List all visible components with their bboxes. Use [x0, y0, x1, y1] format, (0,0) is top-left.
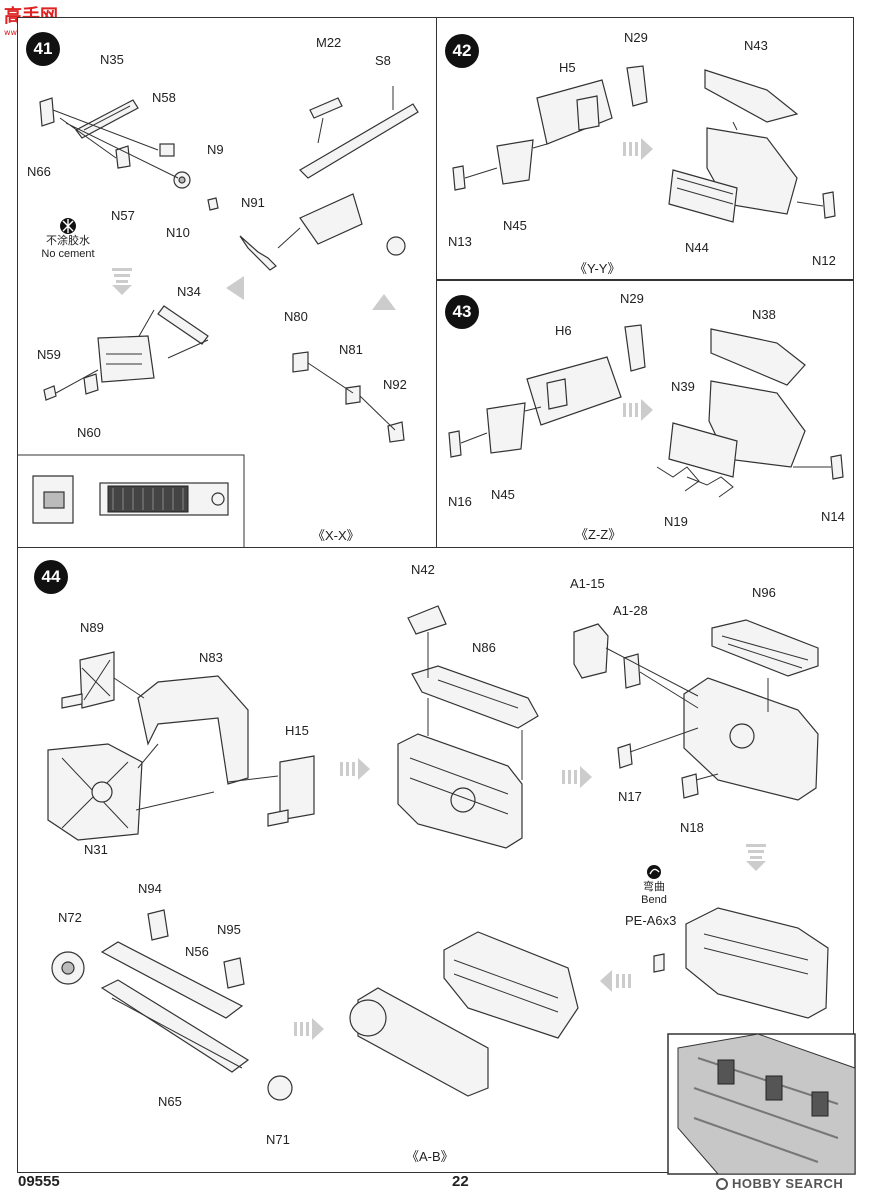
label-a115: A1-15 [570, 576, 605, 591]
label-pe: PE-A6x3 [625, 913, 677, 928]
step-42-panel: 42 N29 H5 N43 N13 N45 N44 N12 《Y-Y》 [436, 17, 854, 280]
label-n10: N10 [166, 225, 190, 240]
label-n43: N43 [744, 38, 768, 53]
view-label-yy: 《Y-Y》 [574, 261, 621, 276]
label-n9: N9 [207, 142, 224, 157]
label-n29: N29 [624, 30, 648, 45]
label-n56: N56 [185, 944, 209, 959]
label-n57: N57 [111, 208, 135, 223]
arrow-right-icon [294, 1018, 324, 1040]
label-n94: N94 [138, 881, 162, 896]
label-n59: N59 [37, 347, 61, 362]
label-n18: N18 [680, 820, 704, 835]
step-41-badge: 41 [26, 32, 60, 66]
page-number: 22 [452, 1173, 469, 1190]
label-n71: N71 [266, 1132, 290, 1147]
step-42-badge: 42 [445, 34, 479, 68]
label-n38: N38 [752, 307, 776, 322]
step-44-panel: 44 [17, 547, 856, 1175]
label-n80: N80 [284, 309, 308, 324]
catalog-number: 09555 [18, 1173, 60, 1190]
label-h15: H15 [285, 723, 309, 738]
label-n44: N44 [685, 240, 709, 255]
label-n13: N13 [448, 234, 472, 249]
label-n16: N16 [448, 494, 472, 509]
step-44-badge: 44 [34, 560, 68, 594]
label-n89: N89 [80, 620, 104, 635]
label-a128: A1-28 [613, 603, 648, 618]
arrow-right-icon [623, 138, 653, 160]
step-43-badge: 43 [445, 295, 479, 329]
label-n14: N14 [821, 509, 845, 524]
view-label-ab: 《A-B》 [406, 1149, 454, 1164]
step-43-panel: 43 N29 H6 N38 N39 N16 N45 N19 N14 《Z-Z》 [436, 280, 854, 548]
label-n34: N34 [177, 284, 201, 299]
label-n95: N95 [217, 922, 241, 937]
view-label-zz: 《Z-Z》 [575, 527, 622, 542]
label-n35: N35 [100, 52, 124, 67]
label-s8: S8 [375, 53, 391, 68]
label-n39: N39 [671, 379, 695, 394]
label-n17: N17 [618, 789, 642, 804]
label-n72: N72 [58, 910, 82, 925]
brand-icon [716, 1177, 728, 1190]
label-n83: N83 [199, 650, 223, 665]
step-43-drawing [448, 324, 844, 498]
step-41-panel: 41 [17, 17, 437, 549]
arrow-left-icon [600, 970, 631, 992]
label-n92: N92 [383, 377, 407, 392]
step-42-drawing [452, 65, 836, 223]
label-n91: N91 [241, 195, 265, 210]
label-n31: N31 [84, 842, 108, 857]
step-44-drawing [47, 605, 856, 1175]
arrow-right-icon [562, 766, 592, 788]
arrow-right-icon [340, 758, 370, 780]
label-n45-43: N45 [491, 487, 515, 502]
label-n66: N66 [27, 164, 51, 179]
label-n65: N65 [158, 1094, 182, 1109]
arrow-down-icon [112, 268, 132, 295]
arrow-diagonal-icon [226, 276, 396, 310]
brand-watermark: HOBBY SEARCH [716, 1176, 843, 1191]
label-n12: N12 [812, 253, 836, 268]
bend-note: 弯曲 Bend [641, 881, 667, 906]
label-h6: H6 [555, 323, 572, 338]
label-n96: N96 [752, 585, 776, 600]
label-m22: M22 [316, 35, 342, 50]
label-n86: N86 [472, 640, 496, 655]
bend-icon [647, 865, 661, 879]
label-n45: N45 [503, 218, 527, 233]
label-n29-43: N29 [620, 291, 644, 306]
label-n42: N42 [411, 562, 435, 577]
label-n58: N58 [152, 90, 176, 105]
arrow-right-icon [623, 399, 653, 421]
label-n81: N81 [339, 342, 363, 357]
no-cement-note: 不涂胶水 No cement [41, 235, 95, 260]
label-n60: N60 [77, 425, 101, 440]
step-41-drawing [18, 86, 419, 549]
view-label-xx: 《X-X》 [312, 528, 360, 543]
label-n19: N19 [664, 514, 688, 529]
label-h5: H5 [559, 60, 576, 75]
arrow-down-icon [746, 844, 766, 871]
